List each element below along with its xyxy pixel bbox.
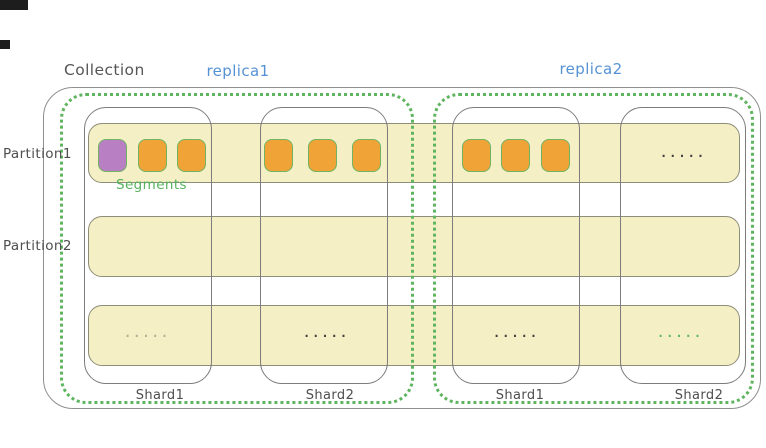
replica1-boundary	[60, 93, 414, 404]
screen-edge-artifact	[0, 0, 28, 10]
segment-purple	[98, 139, 127, 172]
segment-orange	[308, 139, 337, 172]
screen-edge-artifact	[0, 40, 10, 49]
replica1-shard2-box	[260, 107, 388, 384]
partition-more-band	[88, 305, 740, 366]
replica2-shard2-box	[620, 107, 746, 384]
more-segments-dots: .....	[656, 326, 704, 340]
partition2-label: Partition2	[3, 238, 72, 254]
replica2-shard1-label: Shard1	[495, 388, 545, 403]
replica2-shard2-label: Shard2	[674, 388, 724, 403]
collection-boundary	[43, 87, 761, 409]
replica2-shard1-box	[452, 107, 580, 384]
segment-orange	[541, 139, 570, 172]
replica1-shard2-label: Shard2	[305, 388, 355, 403]
segments-label: Segments	[116, 177, 187, 193]
more-segments-dots: .....	[492, 326, 540, 340]
segment-orange	[138, 139, 167, 172]
segment-orange	[264, 139, 293, 172]
segment-orange	[352, 139, 381, 172]
replica1-shard1-label: Shard1	[135, 388, 185, 403]
segment-orange	[177, 139, 206, 172]
more-segments-dots: .....	[659, 146, 707, 160]
partition1-label: Partition1	[3, 146, 72, 162]
more-segments-dots: .....	[123, 326, 171, 340]
partition2-band	[88, 216, 740, 277]
replica1-label: replica1	[206, 62, 270, 80]
segment-orange	[501, 139, 530, 172]
more-segments-dots: .....	[302, 326, 350, 340]
replica2-boundary	[433, 93, 754, 404]
collection-label: Collection	[64, 61, 145, 79]
replica1-shard1-box	[84, 107, 212, 384]
segment-orange	[462, 139, 491, 172]
replica2-label: replica2	[559, 60, 623, 78]
